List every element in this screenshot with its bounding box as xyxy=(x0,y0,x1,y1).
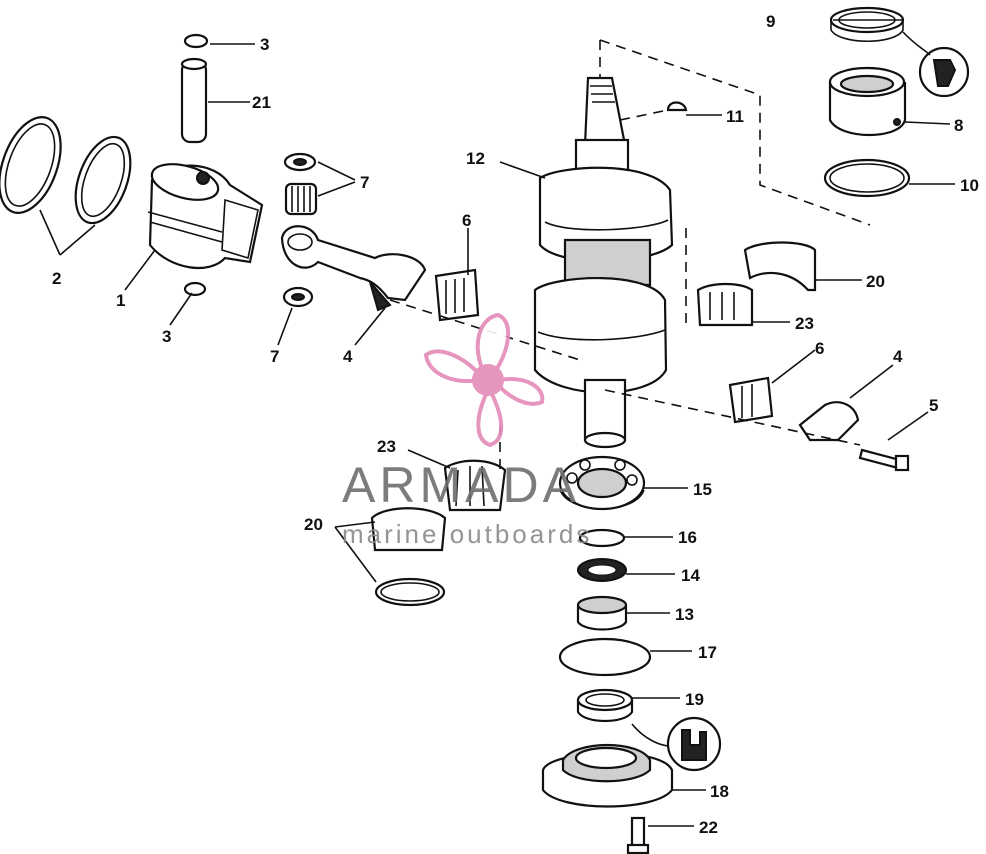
callout-16: 16 xyxy=(678,528,697,547)
oil-seal xyxy=(577,558,627,582)
callout-8: 8 xyxy=(954,116,963,135)
callout-12: 12 xyxy=(466,149,485,168)
callout-20-left: 20 xyxy=(304,515,323,534)
callout-3-bottom: 3 xyxy=(162,327,171,346)
watermark-brand: ARMADA xyxy=(342,457,580,513)
rod-bearing-upper xyxy=(434,268,480,322)
o-ring xyxy=(558,637,652,677)
callout-20-right: 20 xyxy=(866,272,885,291)
callout-2: 2 xyxy=(52,269,61,288)
sealant-icon xyxy=(902,31,970,98)
retaining-ring xyxy=(578,528,626,548)
callout-21: 21 xyxy=(252,93,271,112)
leader-lines xyxy=(39,19,955,827)
grease-icon xyxy=(631,716,722,772)
cap-screw xyxy=(858,448,910,472)
small-end-bearing xyxy=(282,152,318,308)
sleeve xyxy=(576,595,628,631)
callout-4-left: 4 xyxy=(343,347,353,366)
ball-bearing xyxy=(558,455,646,511)
callout-labels: 3 21 7 2 1 3 7 4 6 12 11 9 8 10 20 23 6 … xyxy=(52,12,979,837)
crankshaft xyxy=(533,76,674,449)
callout-23-right: 23 xyxy=(795,314,814,333)
piston xyxy=(147,163,264,270)
piston-pin-clips xyxy=(183,33,209,297)
propeller-logo-icon xyxy=(423,312,545,448)
callout-6-right: 6 xyxy=(815,339,824,358)
lower-left-bearing xyxy=(370,459,507,607)
connecting-rod xyxy=(280,225,427,312)
top-main-bearing-assembly xyxy=(823,6,911,198)
callout-6-top: 6 xyxy=(462,211,471,230)
callout-3-top: 3 xyxy=(260,35,269,54)
housing-screw xyxy=(626,816,650,854)
callout-17: 17 xyxy=(698,643,717,662)
callout-7-bottom: 7 xyxy=(270,347,279,366)
alignment-lines xyxy=(389,39,871,475)
callout-19: 19 xyxy=(685,690,704,709)
callout-7-top: 7 xyxy=(360,173,369,192)
callout-18: 18 xyxy=(710,782,729,801)
piston-pin xyxy=(180,57,208,144)
callout-11: 11 xyxy=(726,107,744,126)
callout-15: 15 xyxy=(693,480,712,499)
watermark-tagline: marine outboards xyxy=(342,519,592,549)
callout-13: 13 xyxy=(675,605,694,624)
callout-4-right: 4 xyxy=(893,347,903,366)
right-bearing-halves xyxy=(696,241,860,442)
callout-22: 22 xyxy=(699,818,718,837)
lower-bearing-housing xyxy=(541,744,674,808)
woodruff-key xyxy=(666,101,688,112)
piston-rings xyxy=(0,116,132,225)
callout-1: 1 xyxy=(116,291,125,310)
callout-23-left: 23 xyxy=(377,437,396,456)
callout-14: 14 xyxy=(681,566,700,585)
armada-watermark: ARMADA marine outboards xyxy=(342,312,592,549)
callout-10: 10 xyxy=(960,176,979,195)
callout-5: 5 xyxy=(929,396,938,415)
lower-seal xyxy=(576,688,634,722)
callout-9: 9 xyxy=(766,12,775,31)
